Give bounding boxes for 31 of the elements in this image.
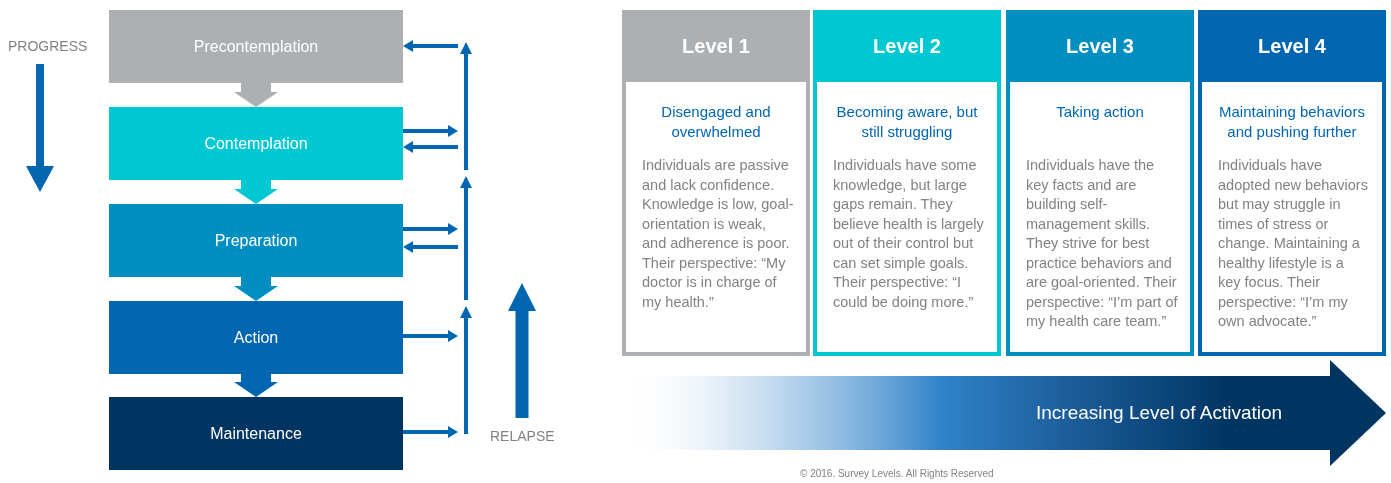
level-card bbox=[1198, 10, 1386, 356]
card-subtitle: Taking action bbox=[1055, 102, 1145, 122]
level-card bbox=[622, 10, 810, 356]
stage-box: Action bbox=[109, 301, 403, 374]
arrow bbox=[403, 330, 458, 342]
stage-box: Maintenance bbox=[109, 397, 403, 470]
card-description: Individuals have some knowledge, but large gaps remain. They believe health is largely out of their control but can set simple goals. Their perspective: “I could be doing more.” bbox=[833, 156, 985, 312]
card-description: Individuals are passive and lack confidence. Knowledge is low, goal-orientation is weak, and adherence is poor. Their perspective: “My doctor is in charge of my health.” bbox=[642, 156, 794, 312]
arrow bbox=[403, 241, 458, 253]
chevron-arrow bbox=[234, 179, 278, 204]
card-subtitle: Disengaged and overwhelmed bbox=[660, 102, 772, 142]
chevron-arrow bbox=[234, 373, 278, 397]
arrow-label: Increasing Level of Activation bbox=[1036, 402, 1283, 424]
chevron-arrow bbox=[234, 82, 278, 107]
stage-box: Precontemplation bbox=[109, 10, 403, 83]
arrow bbox=[403, 223, 458, 235]
arrow bbox=[403, 125, 458, 137]
level-card bbox=[813, 10, 1001, 356]
direction-label: PROGRESS bbox=[8, 38, 88, 54]
chevron-arrow bbox=[234, 276, 278, 301]
card-subtitle: Becoming aware, but still struggling bbox=[835, 102, 979, 142]
card-subtitle: Maintaining behaviors and pushing further bbox=[1218, 102, 1366, 142]
stage-box: Contemplation bbox=[109, 107, 403, 180]
arrow bbox=[403, 141, 458, 153]
stage-box: Preparation bbox=[109, 204, 403, 277]
level-card bbox=[1006, 10, 1194, 356]
arrow bbox=[403, 426, 458, 438]
card-description: Individuals have adopted new behaviors but may struggle in times of stress or change. Maintaining a healthy lifestyle is a key focus. Their perspective: “I’m my own advocate.” bbox=[1218, 156, 1369, 331]
direction-label: RELAPSE bbox=[490, 428, 555, 444]
card-description: Individuals have the key facts and are building self-management skills. They strive for best practice behaviors and are goal-oriented. Their perspective: “I’m part of my health care team.” bbox=[1026, 156, 1178, 331]
arrow bbox=[403, 40, 458, 52]
